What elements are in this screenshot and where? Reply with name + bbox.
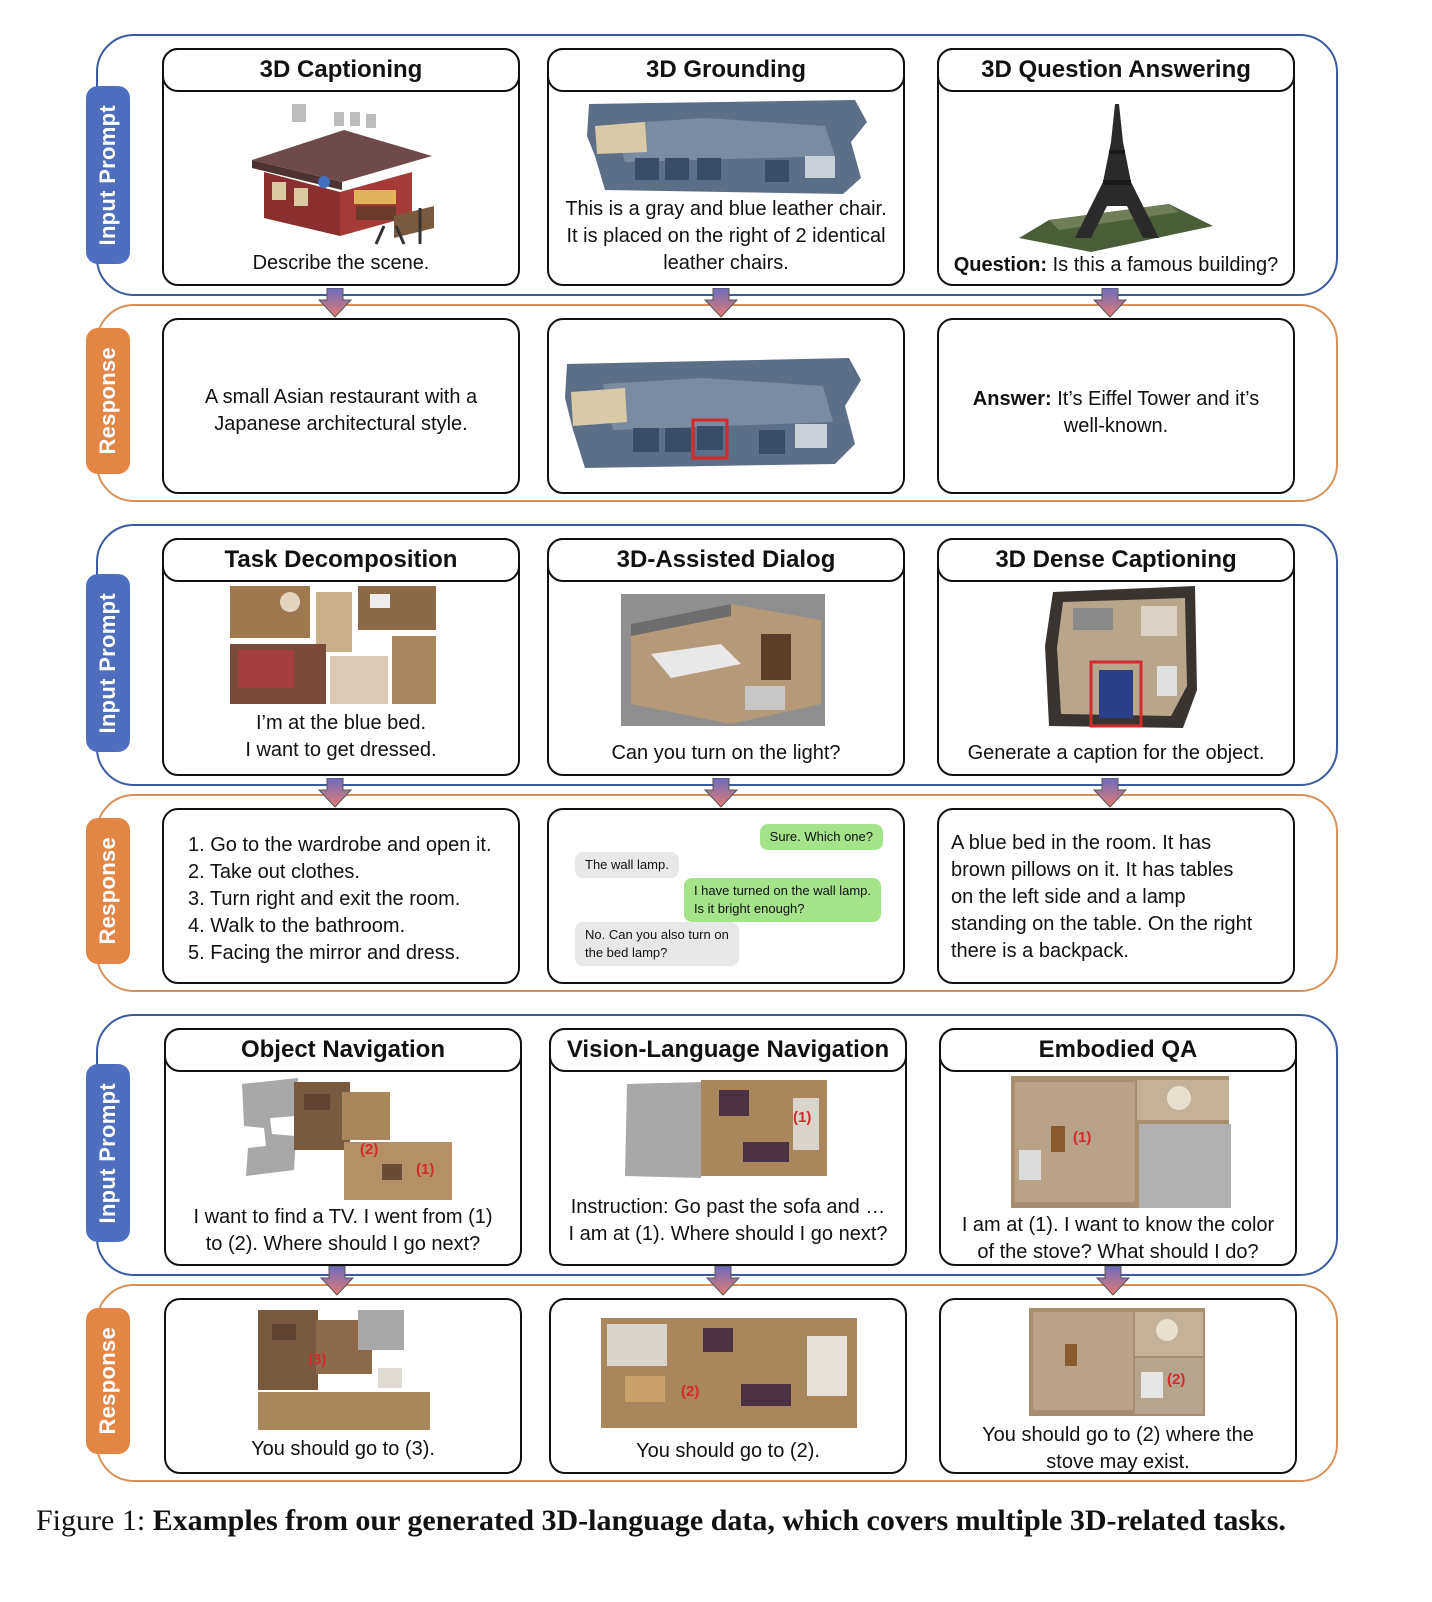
location-marker-1: (1) bbox=[793, 1109, 811, 1126]
panel-3d-grounding-response bbox=[547, 318, 905, 494]
panel-title: Embodied QA bbox=[939, 1028, 1297, 1072]
response-text: You should go to (2) where the stove may… bbox=[982, 1424, 1254, 1473]
dialog-bubble-user: The wall lamp. bbox=[575, 852, 679, 878]
navigation-map-image: (2) bbox=[601, 1318, 857, 1428]
room-scan-highlighted-image bbox=[565, 358, 861, 468]
navigation-map-image: (1) bbox=[1011, 1076, 1231, 1208]
panel-title: 3D Dense Captioning bbox=[937, 538, 1295, 582]
response-tag-1: Response bbox=[86, 328, 130, 474]
location-marker-1: (1) bbox=[1073, 1129, 1091, 1146]
prompt-text: I’m at the blue bed. I want to get dress… bbox=[245, 712, 437, 761]
eiffel-tower-image bbox=[1019, 104, 1213, 252]
panel-task-decomposition-prompt: Task Decomposition I’m at the blue bed. … bbox=[162, 538, 520, 776]
panel-3d-captioning-response: A small Asian restaurant with a Japanese… bbox=[162, 318, 520, 494]
dialog-bubble-assistant: I have turned on the wall lamp.Is it bri… bbox=[683, 878, 881, 922]
panel-3d-grounding-prompt: 3D Grounding This is a gray and blue lea… bbox=[547, 48, 905, 286]
navigation-map-image: (2) bbox=[1029, 1308, 1205, 1416]
panel-title: Vision-Language Navigation bbox=[549, 1028, 907, 1072]
down-arrow-icon bbox=[704, 288, 738, 318]
down-arrow-icon bbox=[1093, 778, 1127, 808]
navigation-map-image: (1) bbox=[625, 1080, 827, 1178]
input-prompt-tag-2: Input Prompt bbox=[86, 574, 130, 752]
panel-title: 3D Question Answering bbox=[937, 48, 1295, 92]
location-marker-3: (3) bbox=[308, 1351, 326, 1368]
navigation-map-image: (2) (1) bbox=[242, 1078, 452, 1200]
prompt-text: I want to find a TV. I went from (1) to … bbox=[193, 1206, 493, 1255]
restaurant-3d-model bbox=[252, 104, 434, 245]
down-arrow-icon bbox=[706, 1266, 740, 1296]
panel-embodied-qa-prompt: Embodied QA (1) I am at (1). I want to k… bbox=[939, 1028, 1297, 1266]
down-arrow-icon bbox=[318, 778, 352, 808]
response-text: A small Asian restaurant with a Japanese… bbox=[204, 386, 478, 435]
response-text: A blue bed in the room. It has brown pil… bbox=[951, 832, 1253, 962]
prompt-text: Instruction: Go past the sofa and … I am… bbox=[568, 1196, 888, 1245]
dialog-bubble-assistant: Sure. Which one? bbox=[759, 824, 883, 850]
room-topdown-highlighted-image bbox=[1045, 586, 1197, 728]
panel-object-navigation-prompt: Object Navigation (2) (1) I want to find… bbox=[164, 1028, 522, 1266]
panel-vision-language-navigation-response: (2) You should go to (2). bbox=[549, 1298, 907, 1474]
panel-3d-dense-captioning-response: A blue bed in the room. It has brown pil… bbox=[937, 808, 1295, 984]
down-arrow-icon bbox=[704, 778, 738, 808]
panel-3d-assisted-dialog-prompt: 3D-Assisted Dialog Can you turn on the l… bbox=[547, 538, 905, 776]
panel-title: Object Navigation bbox=[164, 1028, 522, 1072]
floorplan-image bbox=[230, 586, 436, 704]
prompt-text: Can you turn on the light? bbox=[611, 742, 841, 764]
prompt-text: Describe the scene. bbox=[252, 252, 430, 274]
navigation-map-image: (3) bbox=[258, 1310, 430, 1430]
panel-3d-captioning-prompt: 3D Captioning Describe the scene. bbox=[162, 48, 520, 286]
panel-title: 3D Captioning bbox=[162, 48, 520, 92]
prompt-text: Generate a caption for the object. bbox=[967, 742, 1265, 764]
panel-3d-assisted-dialog-response: Sure. Which one? The wall lamp. I have t… bbox=[547, 808, 905, 984]
prompt-text: I am at (1). I want to know the color of… bbox=[961, 1214, 1275, 1263]
input-prompt-tag-3: Input Prompt bbox=[86, 1064, 130, 1242]
prompt-text: Question: Is this a famous building? bbox=[953, 254, 1279, 276]
down-arrow-icon bbox=[1093, 288, 1127, 318]
location-marker-2: (2) bbox=[681, 1383, 699, 1400]
response-text: You should go to (3). bbox=[251, 1438, 435, 1460]
response-text: Answer: It’s Eiffel Tower and it’s well-… bbox=[972, 388, 1260, 437]
panel-3d-dense-captioning-prompt: 3D Dense Captioning Generate a caption f… bbox=[937, 538, 1295, 776]
panel-title: Task Decomposition bbox=[162, 538, 520, 582]
response-tag-2: Response bbox=[86, 818, 130, 964]
down-arrow-icon bbox=[320, 1266, 354, 1296]
panel-embodied-qa-response: (2) You should go to (2) where the stove… bbox=[939, 1298, 1297, 1474]
panel-task-decomposition-response: 1. Go to the wardrobe and open it. 2. Ta… bbox=[162, 808, 520, 984]
location-marker-1: (1) bbox=[416, 1161, 434, 1178]
response-tag-3: Response bbox=[86, 1308, 130, 1454]
location-marker-2: (2) bbox=[360, 1141, 378, 1158]
panel-title: 3D Grounding bbox=[547, 48, 905, 92]
input-prompt-tag-1: Input Prompt bbox=[86, 86, 130, 264]
response-text: You should go to (2). bbox=[636, 1440, 820, 1462]
panel-3d-qa-prompt: 3D Question Answering Question: Is this … bbox=[937, 48, 1295, 286]
panel-vision-language-navigation-prompt: Vision-Language Navigation (1) Instructi… bbox=[549, 1028, 907, 1266]
down-arrow-icon bbox=[1096, 1266, 1130, 1296]
response-steps-list: 1. Go to the wardrobe and open it. 2. Ta… bbox=[188, 834, 492, 964]
prompt-text: This is a gray and blue leather chair. I… bbox=[565, 198, 887, 274]
panel-object-navigation-response: (3) You should go to (3). bbox=[164, 1298, 522, 1474]
location-marker-2: (2) bbox=[1167, 1371, 1185, 1388]
figure-caption: Figure 1: Examples from our generated 3D… bbox=[36, 1504, 1286, 1537]
panel-title: 3D-Assisted Dialog bbox=[547, 538, 905, 582]
down-arrow-icon bbox=[318, 288, 352, 318]
room-render-image bbox=[621, 594, 825, 726]
panel-3d-qa-response: Answer: It’s Eiffel Tower and it’s well-… bbox=[937, 318, 1295, 494]
room-scan-image bbox=[587, 100, 867, 194]
